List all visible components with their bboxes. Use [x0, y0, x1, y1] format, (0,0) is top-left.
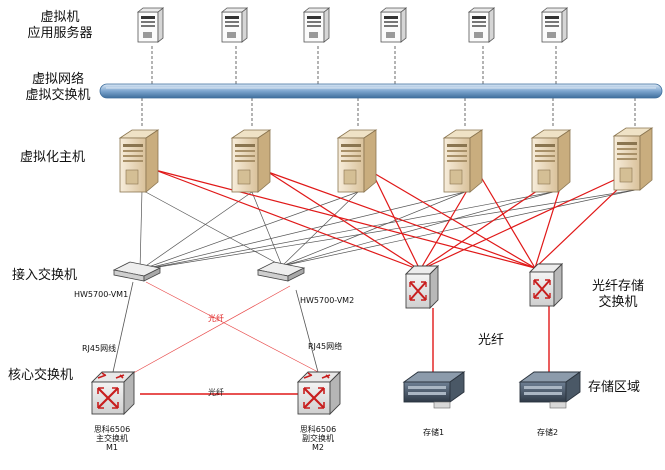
caption-core-main-line2: 主交换机	[96, 434, 128, 443]
host-server-icon	[231, 129, 271, 193]
fc-switch-icon	[405, 265, 439, 309]
flat-switch-icon	[113, 261, 161, 282]
server-tower-icon	[380, 7, 407, 43]
caption-core-sub-line3: M2	[312, 443, 324, 452]
router-cube-icon	[296, 370, 342, 416]
fiber-cross-links	[127, 281, 319, 377]
router-cube-icon	[90, 370, 136, 416]
label-vnet-line2: 虚拟交换机	[25, 88, 91, 103]
label-vnet-line1: 虚拟网络	[31, 72, 84, 87]
caption-core-sub-line2: 副交换机	[302, 434, 334, 443]
link-label-fiber-cross: 光纤	[208, 314, 224, 323]
label-fiber-center: 光纤	[478, 333, 505, 348]
label-core-switch: 核心交换机	[8, 368, 74, 383]
link-label-rj45-left: RJ45网线	[82, 344, 117, 353]
host-server-icon	[613, 127, 653, 191]
label-vnet: 虚拟网络 虚拟交换机	[14, 72, 102, 104]
label-virt-host: 虚拟化主机	[20, 150, 86, 165]
server-tower-icon	[303, 7, 330, 43]
server-tower-icon	[468, 7, 495, 43]
host-server-icon	[337, 129, 377, 193]
host-server-icons	[119, 127, 653, 193]
copper-host-access-links	[139, 189, 636, 271]
bus-host-links	[141, 98, 636, 128]
caption-core-main-line1: 思科6506	[93, 425, 131, 434]
host-server-icon	[443, 129, 483, 193]
copper-access-core-links	[112, 281, 319, 373]
host-server-icon	[119, 129, 159, 193]
label-fc-switch-line1: 光纤存储	[591, 279, 644, 294]
caption-access-right: HW5700-VM2	[300, 296, 355, 305]
link-label-rj45-right: RJ45网络	[308, 342, 343, 351]
caption-core-sub-line1: 思科6506	[299, 425, 337, 434]
caption-storage2: 存储2	[537, 428, 559, 437]
storage-array-icon	[403, 371, 465, 409]
label-vm: 虚拟机 应用服务器	[18, 10, 102, 42]
storage-array-icon	[519, 371, 581, 409]
caption-access-left: HW5700-VM1	[74, 290, 129, 299]
label-storage-area: 存储区域	[588, 380, 641, 395]
label-vm-line2: 应用服务器	[27, 26, 93, 41]
flat-switch-icon	[257, 261, 305, 282]
label-fc-switch-line2: 交换机	[598, 295, 638, 310]
caption-core-main-line3: M1	[106, 443, 118, 452]
host-server-icon	[531, 129, 571, 193]
label-access-switch: 接入交换机	[12, 268, 78, 283]
server-tower-icon	[541, 7, 568, 43]
server-tower-icon	[137, 7, 164, 43]
caption-storage1: 存储1	[423, 428, 445, 437]
fiber-fc-storage-links	[432, 306, 550, 372]
label-vm-line1: 虚拟机	[40, 10, 80, 25]
link-label-fiber-core: 光纤	[208, 388, 224, 397]
label-fc-switch: 光纤存储 交换机	[578, 279, 658, 311]
caption-core-main: 思科6506 主交换机 M1	[80, 425, 144, 452]
vm-bus-links	[151, 46, 557, 84]
vm-server-icons	[137, 7, 568, 43]
server-tower-icon	[221, 7, 248, 43]
fc-switch-icon	[529, 263, 563, 307]
caption-core-sub: 思科6506 副交换机 M2	[286, 425, 350, 452]
virtual-switch-bus	[99, 83, 663, 99]
